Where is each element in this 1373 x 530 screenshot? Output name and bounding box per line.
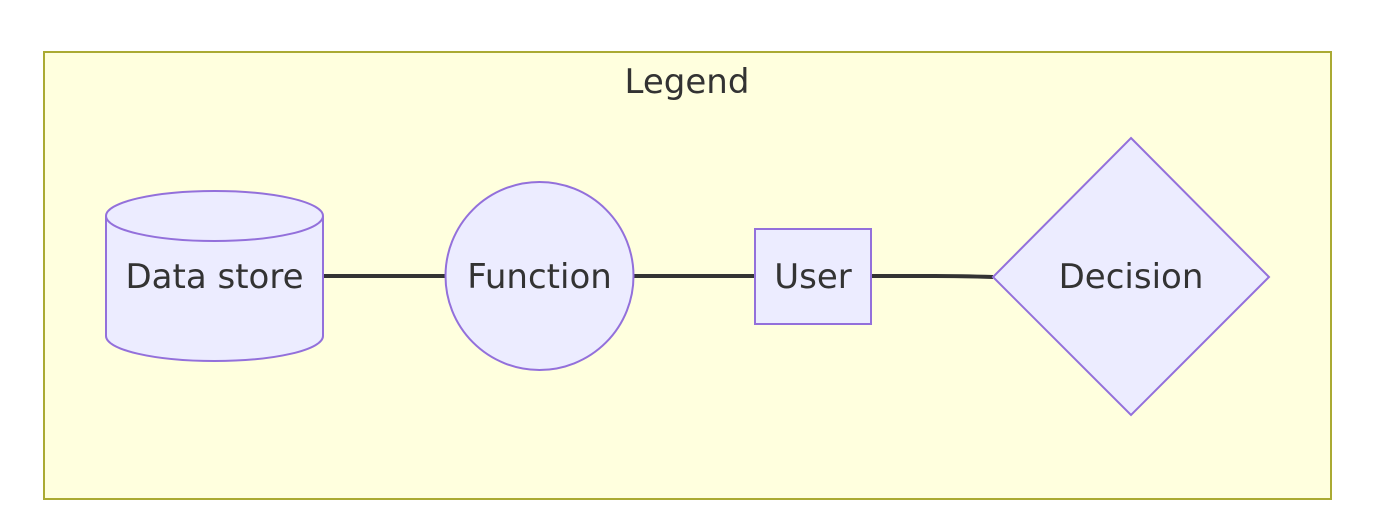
node-label-user: User — [774, 257, 852, 297]
cylinder-body — [105, 216, 324, 362]
edge-user-decision — [871, 274, 994, 279]
node-label-function: Function — [467, 257, 612, 297]
node-function: Function — [444, 181, 635, 371]
node-data-store: Data store — [105, 190, 324, 362]
node-label-data-store: Data store — [126, 257, 304, 297]
node-user: User — [754, 228, 872, 325]
decision-diamond — [991, 136, 1271, 417]
cylinder-top — [105, 190, 324, 242]
function-circle — [444, 181, 635, 371]
node-decision: Decision — [991, 136, 1271, 417]
edges — [323, 274, 994, 279]
legend-title: Legend — [625, 62, 750, 102]
node-label-decision: Decision — [1059, 257, 1204, 297]
user-rect — [754, 228, 872, 325]
